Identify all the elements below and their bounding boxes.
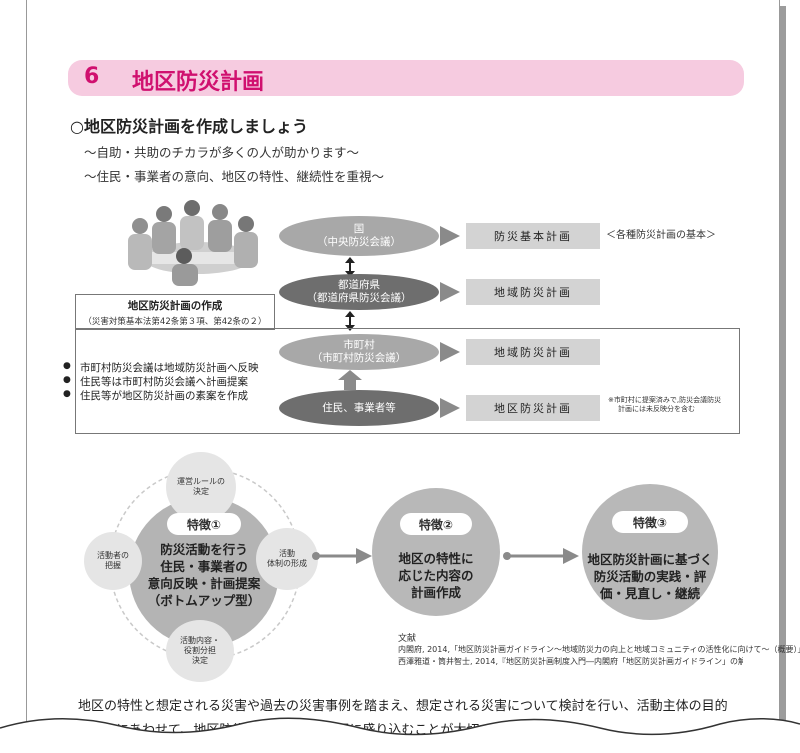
tagline: ～自助・共助のチカラが多くの人が助かります～ [84, 145, 360, 160]
feature-2-description: 地区の特性に 応じた内容の 計画作成 [372, 550, 500, 601]
subheading: ○地区防災計画を作成しましょう [70, 117, 308, 136]
country-ellipse: 国 （中央防災会議） [279, 216, 439, 256]
reference-item: 西澤雅道・筒井智士, 2014,『地区防災計画制度入門―内閣府「地区防災計画ガイ… [398, 657, 743, 666]
plan-creation-box: 地区防災計画の作成 （災害対策基本法第42条第３項、第42条の２） [75, 294, 275, 330]
torn-edge-decoration [0, 717, 800, 753]
up-arrow-icon [338, 370, 362, 390]
plan-creation-title: 地区防災計画の作成 [127, 300, 223, 312]
country-label: 国 [353, 223, 365, 235]
arrow-right-icon [440, 398, 460, 418]
section-title: 地区防災計画 [132, 70, 265, 95]
feature-3-line: 防災活動の実践・評 [593, 569, 707, 584]
feature-1-label: 特徴① [167, 513, 241, 535]
section-number: 6 [84, 64, 100, 89]
feature-3-description: 地区防災計画に基づく 防災活動の実践・評 価・見直し・継続 [578, 551, 722, 602]
satellite-text: 把握 [105, 561, 121, 570]
feature-3-line: 地区防災計画に基づく [587, 552, 713, 567]
feature-1-line: 住民・事業者の [160, 559, 248, 574]
bullet-item: 住民等が地区防災計画の素案を作成 [63, 388, 248, 403]
references-label: 文献 [398, 634, 417, 644]
arrow-right-icon [440, 226, 460, 246]
basic-plan-note: ＜各種防災計画の基本＞ [606, 230, 716, 241]
satellite-text: 活動者の [97, 551, 129, 560]
feature-2-circle [372, 488, 500, 616]
bullet-item: 住民等は市町村防災会議へ計画提案 [63, 374, 248, 389]
feature-3-label: 特徴③ [612, 511, 688, 533]
prefecture-plan-box: 地域防災計画 [466, 279, 600, 305]
district-plan-box: 地区防災計画 [466, 395, 600, 421]
satellite-structure-forming: 活動 体制の形成 [256, 528, 318, 590]
district-plan-note-line: ※市町村に提案済みで,防災会議防災 [608, 396, 722, 404]
feature-1-line: 意向反映・計画提案 [147, 576, 261, 591]
feature-2-label: 特徴② [400, 513, 472, 535]
country-council-label: （中央防災会議） [317, 236, 401, 248]
arrow-right-icon [440, 282, 460, 302]
bullet-item: 市町村防災会議は地域防災計画へ反映 [63, 360, 258, 375]
body-line: 地区の特性と想定される災害や過去の災害事例を踏まえ、想定される災害について検討を… [78, 699, 728, 714]
satellite-text: 活動 [279, 549, 295, 558]
arrow-right-icon [312, 548, 372, 564]
arrow-right-icon [440, 342, 460, 362]
satellite-text: 役割分担 [184, 646, 216, 655]
tagline: ～住民・事業者の意向、地区の特性、継続性を重視～ [84, 169, 385, 184]
feature-2-line: 地区の特性に [398, 551, 474, 566]
satellite-rule-decision: 運営ルールの 決定 [166, 452, 236, 522]
basic-plan-box: 防災基本計画 [466, 223, 600, 249]
arrow-right-icon [503, 548, 579, 564]
reference-item: 内閣府, 2014,「地区防災計画ガイドライン～地域防災力の向上と地域コミュニテ… [398, 645, 800, 654]
feature-1-line: （ボトムアップ型） [147, 593, 261, 608]
prefecture-ellipse: 都道府県 （都道府県防災会議） [279, 274, 439, 310]
satellite-text: 決定 [193, 487, 209, 496]
district-plan-note: ※市町村に提案済みで,防災会議防災 計画には未反映分を含む [608, 396, 721, 414]
residents-label: 住民、事業者等 [322, 401, 396, 414]
satellite-text: 体制の形成 [267, 559, 307, 568]
satellite-text: 決定 [192, 656, 208, 665]
municipality-label: 市町村 [343, 339, 375, 351]
feature-3-circle [582, 484, 718, 620]
feature-2-line: 計画作成 [410, 585, 461, 600]
plan-creation-legal-basis: （災害対策基本法第42条第３項、第42条の２） [83, 317, 267, 327]
satellite-text: 活動内容・ [180, 636, 220, 645]
prefecture-council-label: （都道府県防災会議） [306, 292, 412, 304]
meeting-people-illustration [128, 200, 258, 286]
municipality-council-label: （市町村防災会議） [311, 352, 407, 364]
feature-3-line: 価・見直し・継続 [599, 586, 700, 601]
district-plan-note-line: 計画には未反映分を含む [618, 405, 695, 413]
residents-ellipse: 住民、事業者等 [279, 390, 439, 426]
bullet-box [75, 328, 740, 434]
satellite-member-grasp: 活動者の 把握 [84, 532, 142, 590]
prefecture-label: 都道府県 [338, 279, 380, 291]
satellite-role-decision: 活動内容・ 役割分担 決定 [166, 620, 234, 682]
page-shadow-right [778, 6, 786, 753]
feature-1-line: 防災活動を行う [160, 542, 248, 557]
municipality-ellipse: 市町村 （市町村防災会議） [279, 334, 439, 370]
section-header: 6 地区防災計画 [68, 60, 744, 96]
satellite-text: 運営ルールの [177, 477, 225, 486]
feature-2-line: 応じた内容の [398, 568, 474, 583]
feature-1-description: 防災活動を行う 住民・事業者の 意向反映・計画提案 （ボトムアップ型） [130, 541, 278, 609]
municipality-plan-box: 地域防災計画 [466, 339, 600, 365]
